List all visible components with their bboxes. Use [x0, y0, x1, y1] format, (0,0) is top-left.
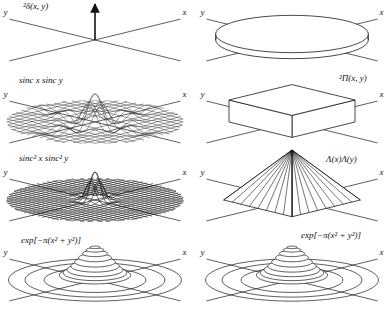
surface-grid-line — [7, 179, 84, 198]
pyramid-ruling — [292, 150, 293, 217]
surface-grid-line — [12, 101, 66, 114]
plot-panel — [7, 94, 183, 144]
plot-panel — [207, 85, 378, 143]
box-top — [229, 85, 355, 116]
gaussian-ring — [287, 246, 297, 248]
axis-label: x — [379, 90, 385, 99]
surface-grid-line — [7, 100, 95, 121]
surface-grid-line — [7, 178, 93, 199]
axis-label: y — [200, 90, 206, 99]
surface-grid-line — [21, 182, 143, 212]
axis-label: y — [3, 8, 9, 17]
surface-grid-line — [55, 112, 174, 141]
surface-grid-line — [43, 183, 166, 213]
pyramid-ruling — [292, 150, 360, 200]
y-axis — [10, 101, 181, 143]
surface-grid-line — [81, 179, 182, 204]
surface-grid-line — [47, 182, 169, 212]
plot-panel — [8, 246, 181, 301]
axis-label: x — [182, 90, 188, 99]
surface-grid-line — [124, 101, 178, 114]
pyramid-ruling — [232, 150, 292, 202]
surface-grid-line — [96, 178, 182, 199]
axis-label: x — [379, 168, 385, 177]
surface-grid-line — [14, 180, 59, 191]
surface-grid-line — [82, 100, 182, 124]
surface-grid-line — [118, 179, 181, 195]
surface-grid-line — [9, 179, 72, 195]
pyramid-ruling — [224, 150, 292, 200]
impulse-arrow — [94, 4, 96, 40]
surface-grid-line — [24, 183, 147, 213]
function-label: sinc x sinc y — [18, 76, 64, 85]
pyramid-ruling — [241, 150, 292, 204]
pyramid-ruling — [258, 150, 292, 208]
axis-label: x — [182, 168, 188, 177]
axis-label: y — [3, 90, 9, 99]
pyramid-face — [292, 150, 360, 217]
axis-label: x — [182, 248, 188, 257]
gaussian-ring — [90, 246, 100, 248]
axis-label: x — [182, 8, 188, 17]
surface-grid-line — [17, 181, 137, 210]
axis-label: x — [379, 248, 385, 257]
surface-grid-line — [8, 179, 109, 204]
surface-grid-line — [10, 179, 118, 205]
pyramid-face — [224, 150, 292, 217]
surface-grid-line — [46, 104, 169, 134]
surface-grid-line — [16, 112, 135, 141]
function-label: sinc² x sinc² y — [18, 154, 69, 163]
plot-panel — [10, 4, 181, 61]
disk-top — [216, 15, 369, 52]
surface-grid-line — [72, 179, 180, 205]
surface-grid-line — [88, 178, 184, 201]
surface-grid-line — [8, 100, 108, 124]
surface-grid-line — [66, 180, 178, 207]
pyramid-ruling — [249, 150, 292, 206]
plot-panel — [207, 150, 378, 221]
plot-panel — [6, 172, 183, 222]
function-label: Λ(x)Λ(y) — [325, 155, 358, 164]
surface-grid-line — [109, 101, 183, 119]
surface-grid-line — [106, 179, 183, 198]
surface-grid-line — [131, 180, 176, 191]
axis-label: y — [200, 248, 206, 257]
plot-panel — [207, 15, 378, 61]
surface-grid-line — [21, 110, 144, 140]
surface-grid-line — [21, 104, 144, 134]
function-label: exp[−π(x² + y²)] — [20, 236, 82, 245]
surface-grid-line — [6, 178, 102, 201]
x-axis — [10, 101, 181, 143]
surface-grid-line — [7, 101, 81, 119]
pyramid-ruling — [292, 150, 326, 208]
surface-grid-line — [53, 181, 173, 210]
plot-panel — [205, 246, 378, 301]
function-label: exp[−π(x² + y²)] — [300, 231, 362, 240]
surface-grid-line — [12, 180, 124, 207]
axis-label: y — [3, 168, 9, 177]
function-label: ²Π(x, y) — [338, 74, 368, 83]
axis-label: y — [200, 168, 206, 177]
axis-label: y — [200, 8, 206, 17]
pyramid-ruling — [292, 150, 293, 217]
axis-label: x — [379, 8, 385, 17]
surface-grid-line — [95, 100, 183, 121]
axis-label: y — [3, 248, 9, 257]
surface-grid-line — [46, 110, 169, 140]
function-label: ²δ(x, y) — [22, 2, 49, 11]
